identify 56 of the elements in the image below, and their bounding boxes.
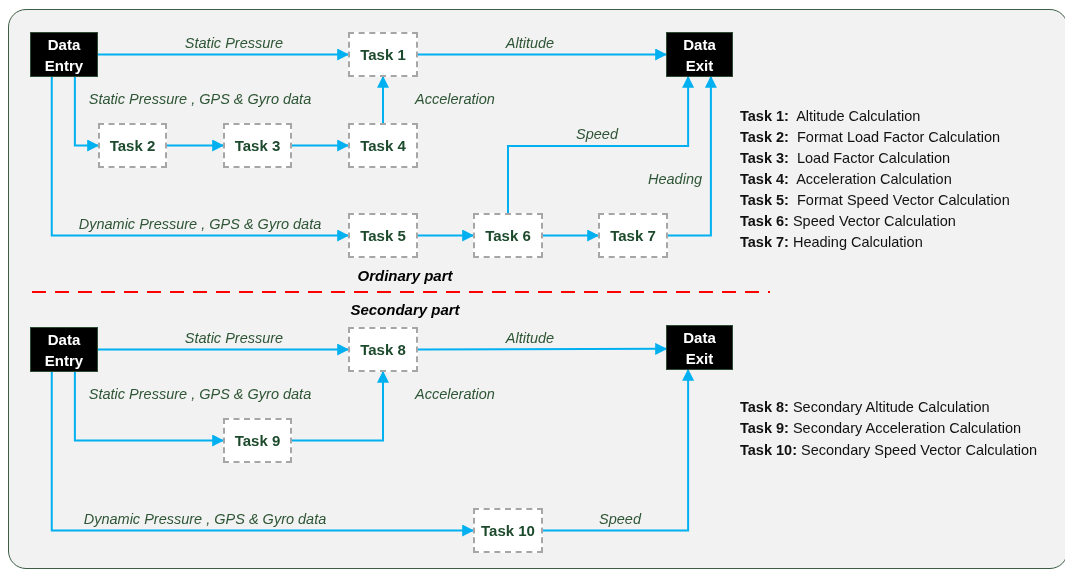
section-title: Ordinary part (357, 266, 453, 284)
task-box: Task 9 (223, 418, 292, 463)
edge-label: Acceleration (415, 386, 495, 402)
task-description: Task 3: Load Factor Calculation (740, 150, 951, 166)
task-description: Task 2: Format Load Factor Calculation (740, 129, 1001, 145)
arrow (377, 75, 389, 124)
edge-label: Altitude (505, 35, 555, 51)
arrow (97, 48, 350, 61)
arrow (291, 370, 389, 442)
edge-label: Dynamic Pressure , GPS & Gyro data (78, 216, 322, 232)
edge-label: Speed (599, 511, 641, 527)
arrow (417, 48, 668, 61)
data-terminal-box: Data Entry (30, 327, 98, 372)
arrow (291, 139, 350, 152)
task-description: Task 10: Secondary Speed Vector Calculation (740, 442, 1038, 458)
data-terminal-box: Data Exit (666, 325, 733, 370)
arrow (166, 139, 225, 152)
arrow (417, 229, 475, 242)
arrow (542, 368, 695, 532)
arrow (50, 371, 475, 537)
edge-label: Static Pressure , GPS & Gyro data (88, 91, 312, 107)
task-box: Task 7 (598, 213, 668, 258)
task-description: Task 4: Acceleration Calculation (740, 171, 952, 187)
arrow (507, 75, 695, 214)
task-box: Task 4 (348, 123, 418, 168)
arrow (73, 76, 100, 152)
arrow (542, 229, 600, 242)
task-description: Task 7: Heading Calculation (740, 234, 923, 250)
arrow (50, 76, 350, 242)
task-description: Task 5: Format Speed Vector Calculation (740, 192, 1010, 208)
task-box: Task 2 (98, 123, 167, 168)
task-box: Task 6 (473, 213, 543, 258)
task-box: Task 10 (473, 508, 543, 553)
task-box: Task 3 (223, 123, 292, 168)
edge-label: Acceleration (415, 91, 495, 107)
arrow (73, 371, 225, 447)
task-box: Task 8 (348, 327, 418, 372)
task-box: Task 1 (348, 32, 418, 77)
edge-label: Static Pressure (184, 330, 284, 346)
task-box: Task 5 (348, 213, 418, 258)
task-description: Task 8: Secondary Altitude Calculation (740, 399, 990, 415)
edge-label: Altitude (505, 330, 555, 346)
arrow (667, 75, 717, 237)
task-description: Task 6: Speed Vector Calculation (740, 213, 956, 229)
task-description: Task 1: Altitude Calculation (740, 108, 921, 124)
section-title: Secondary part (350, 300, 460, 318)
edge-label: Heading (648, 171, 702, 187)
data-terminal-box: Data Entry (30, 32, 98, 77)
task-description: Task 9: Secondary Acceleration Calculation (740, 420, 1022, 436)
data-terminal-box: Data Exit (666, 32, 733, 77)
edge-label: Speed (576, 126, 618, 142)
arrow (417, 342, 668, 355)
edge-label: Static Pressure (184, 35, 284, 51)
arrow (97, 343, 350, 356)
edge-label: Dynamic Pressure , GPS & Gyro data (83, 511, 327, 527)
edge-label: Static Pressure , GPS & Gyro data (88, 386, 312, 402)
